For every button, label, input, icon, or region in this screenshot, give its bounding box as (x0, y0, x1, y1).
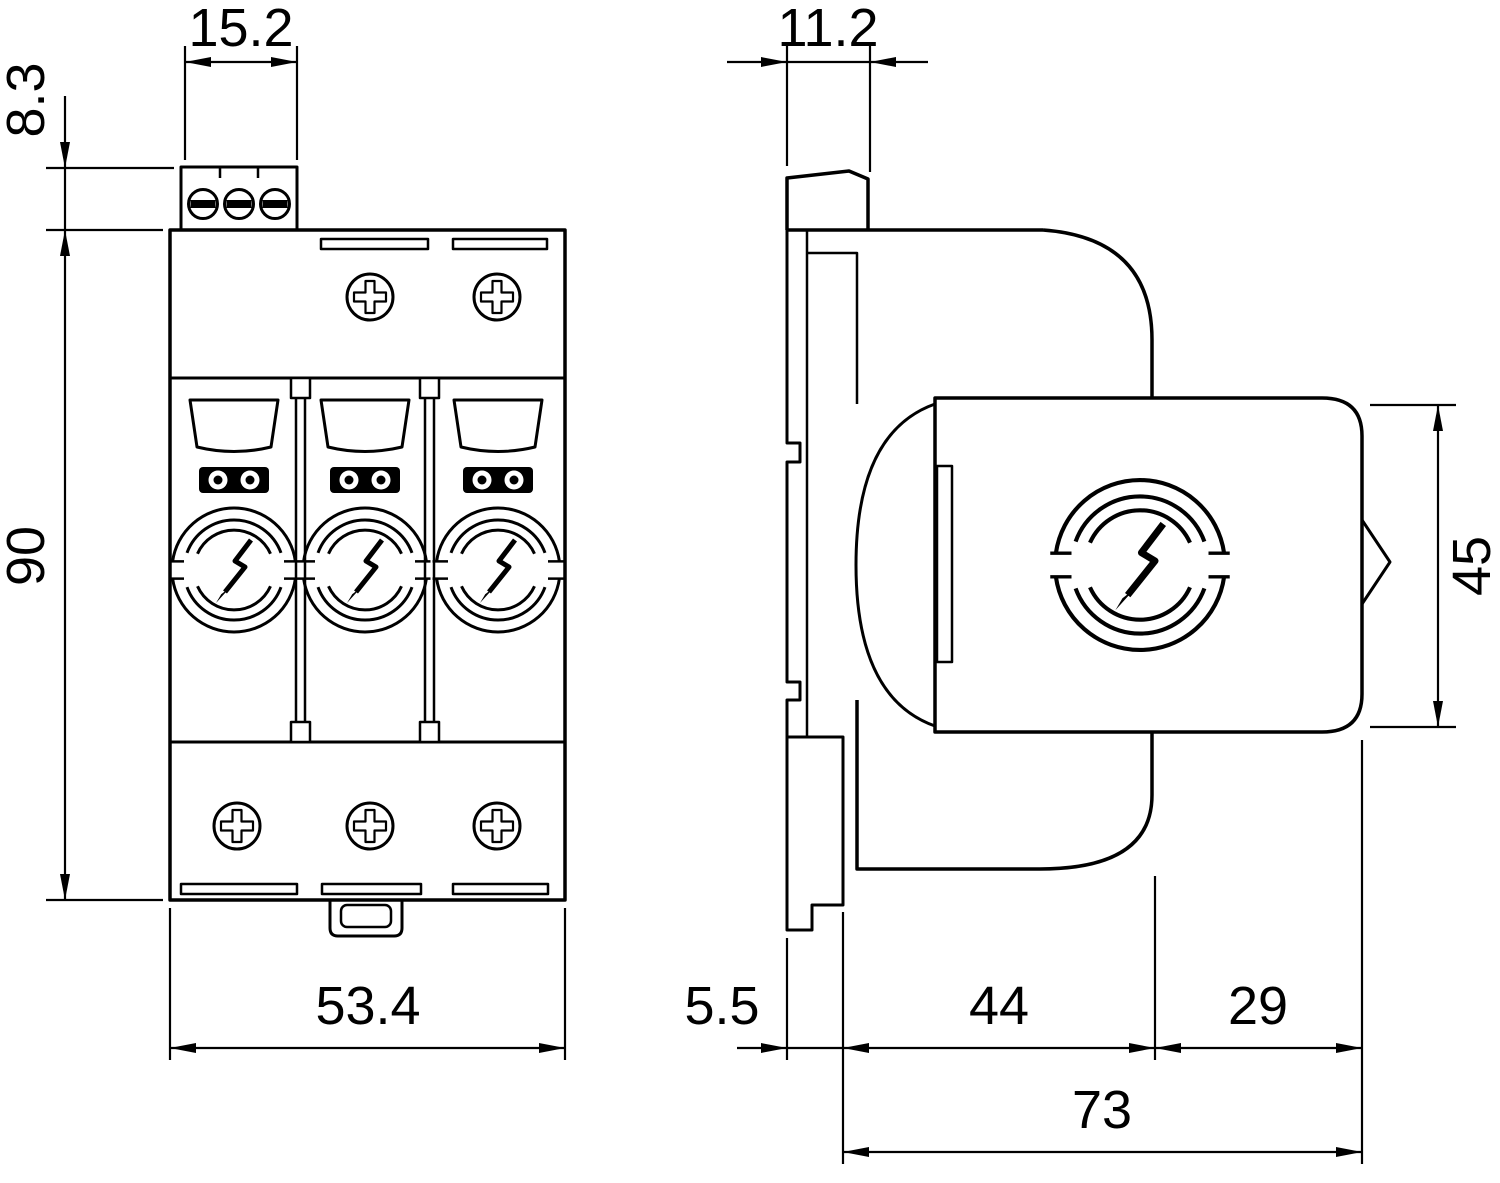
inner-step (807, 251, 859, 404)
phillips-screw-icon (345, 272, 395, 322)
vent-slot (179, 882, 299, 896)
vent-slot (319, 237, 430, 251)
phillips-screw-icon (212, 801, 262, 851)
top-clip (785, 169, 870, 230)
body-upper-right (1042, 228, 1154, 400)
dim-side-total-depth: 73 (1072, 1080, 1132, 1140)
dim-side-module-height: 45 (1442, 536, 1500, 596)
module-latch (418, 720, 441, 744)
protection-module (300, 400, 431, 632)
phillips-screw-icon (472, 801, 522, 851)
lower-back-foot (785, 735, 845, 932)
slotted-terminal-screw-icon (187, 188, 219, 220)
slotted-terminal-screw-icon (259, 188, 291, 220)
module-cradle-curve (854, 402, 936, 728)
extension-lines (46, 46, 1456, 1164)
module-latch (289, 376, 312, 400)
dim-side-module-depth: 29 (1228, 976, 1288, 1036)
phillips-screw-icon (345, 801, 395, 851)
vent-slot (320, 882, 423, 896)
dim-side-base-depth: 44 (969, 976, 1029, 1036)
body-lower-right (855, 700, 1154, 871)
vent-slot (451, 237, 549, 251)
device-body (168, 228, 567, 902)
dim-side-rail-offset: 5.5 (684, 976, 759, 1036)
back-plate (785, 178, 802, 737)
phillips-screw-icon (472, 272, 522, 322)
protection-module (169, 400, 300, 632)
dimension-lines (46, 46, 1456, 1164)
slotted-terminal-screw-icon (223, 188, 255, 220)
module-latch (418, 376, 441, 400)
dimension-labels: 15.2 8.3 90 53.4 11.2 45 5.5 44 29 73 (0, 0, 1500, 1140)
dim-front-body-width: 53.4 (315, 976, 420, 1036)
dim-side-clip-width: 11.2 (777, 0, 878, 58)
dim-front-terminal-height: 8.3 (0, 62, 56, 137)
din-rail-tab (328, 900, 404, 938)
module-guide-slot (935, 464, 954, 664)
module-latch (289, 720, 312, 744)
module-area-borders (170, 376, 565, 744)
front-view (168, 165, 567, 938)
side-view (785, 169, 1392, 932)
module-front-beak (1360, 519, 1392, 605)
protection-module (433, 400, 564, 632)
dim-front-body-height: 90 (0, 526, 56, 586)
dim-front-terminal-width: 15.2 (188, 0, 293, 58)
terminal-block (179, 165, 299, 232)
vent-slot (451, 882, 550, 896)
terminal-dividers (218, 167, 260, 178)
terminal-block-outline (179, 165, 299, 232)
